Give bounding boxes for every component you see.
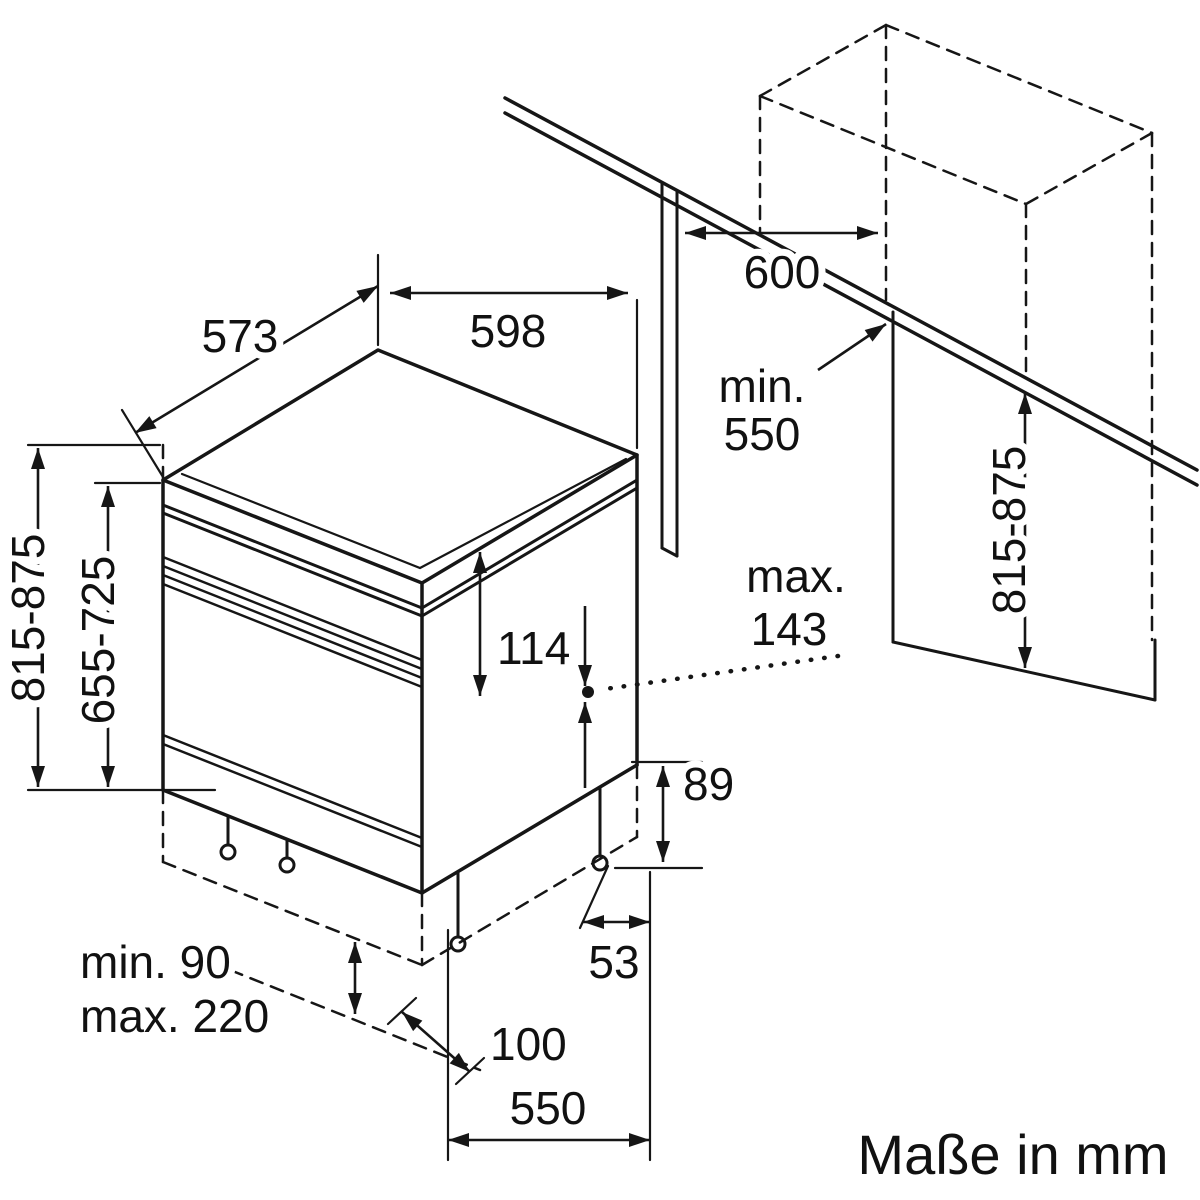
niche-width-label: 600 [744, 246, 821, 298]
appliance-feet [219, 785, 609, 953]
rear-offset-label: 53 [588, 936, 639, 988]
cabinet-dashed-box [758, 23, 1154, 642]
plinth-max-label: max. 220 [80, 990, 269, 1042]
dimension-arrows [31, 226, 1032, 1147]
door-protrusion-label-line1: max. [746, 550, 846, 602]
plinth-min-label: min. 90 [80, 936, 231, 988]
base-depth-label: 550 [510, 1082, 587, 1134]
front-offset-label: 100 [490, 1018, 567, 1070]
leader-max-143 [582, 653, 841, 698]
control-panel-height-label: 114 [497, 622, 570, 674]
front-height-label: 655-725 [72, 556, 124, 725]
door-protrusion-label-line2: 143 [751, 603, 828, 655]
cabinet-niche-walls [660, 181, 1157, 702]
appliance-control-panel [161, 555, 424, 849]
top-depth-label: 573 [202, 310, 279, 362]
cabinet-counter [503, 96, 1199, 487]
dimension-labels: 573 598 815-875 655-725 600 min. 550 815… [0, 239, 1042, 1141]
appliance-adjustable-base-dashed [161, 443, 639, 1072]
rear-plinth-height-label: 89 [683, 758, 734, 810]
niche-depth-label-line1: min. [719, 360, 806, 412]
top-width-label: 598 [470, 305, 547, 357]
niche-depth-label-line2: 550 [724, 408, 801, 460]
niche-height-label: 815-875 [983, 446, 1035, 615]
appliance-height-label: 815-875 [2, 534, 54, 703]
units-caption: Maße in mm [857, 1123, 1168, 1186]
